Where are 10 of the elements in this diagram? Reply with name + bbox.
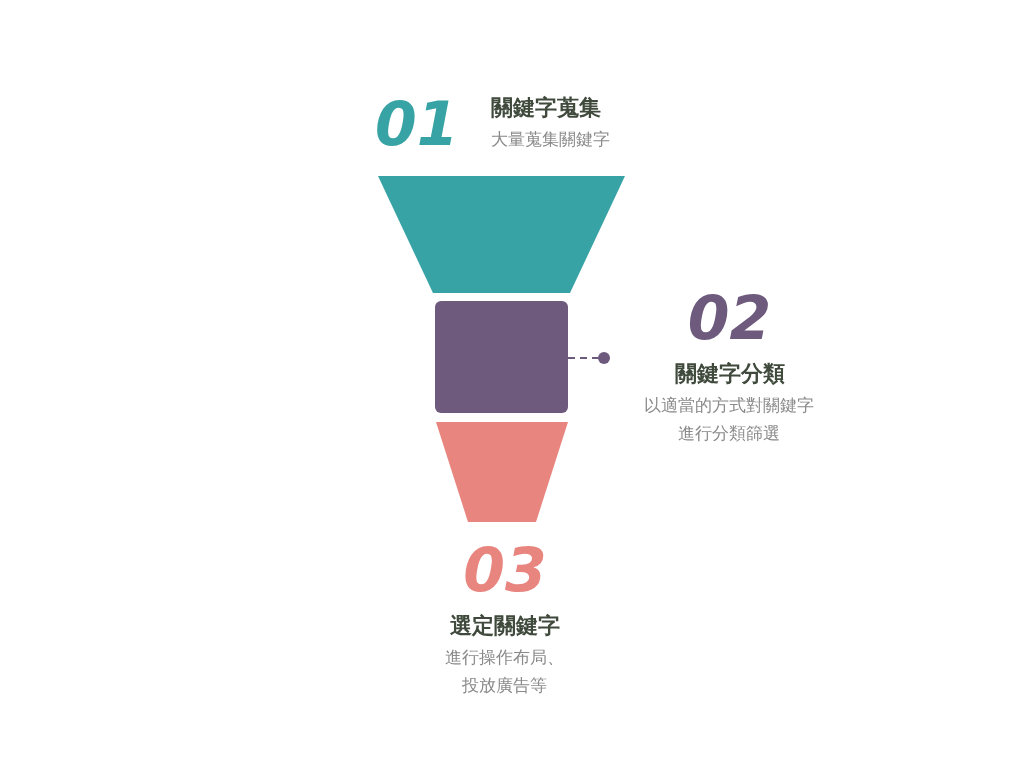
step-title: 選定關鍵字: [450, 612, 560, 640]
leader-line: [567, 352, 610, 364]
step-description: 進行操作布局、投放廣告等: [444, 646, 566, 697]
step-number: 01: [375, 94, 459, 154]
step-number: 02: [687, 288, 772, 348]
step-description: 大量蒐集關鍵字: [490, 128, 611, 151]
step-title: 關鍵字蒐集: [490, 94, 601, 122]
step-title: 關鍵字分類: [674, 360, 785, 388]
step-number: 03: [463, 540, 547, 600]
step-description: 以適當的方式對關鍵字進行分類篩選: [643, 394, 816, 445]
